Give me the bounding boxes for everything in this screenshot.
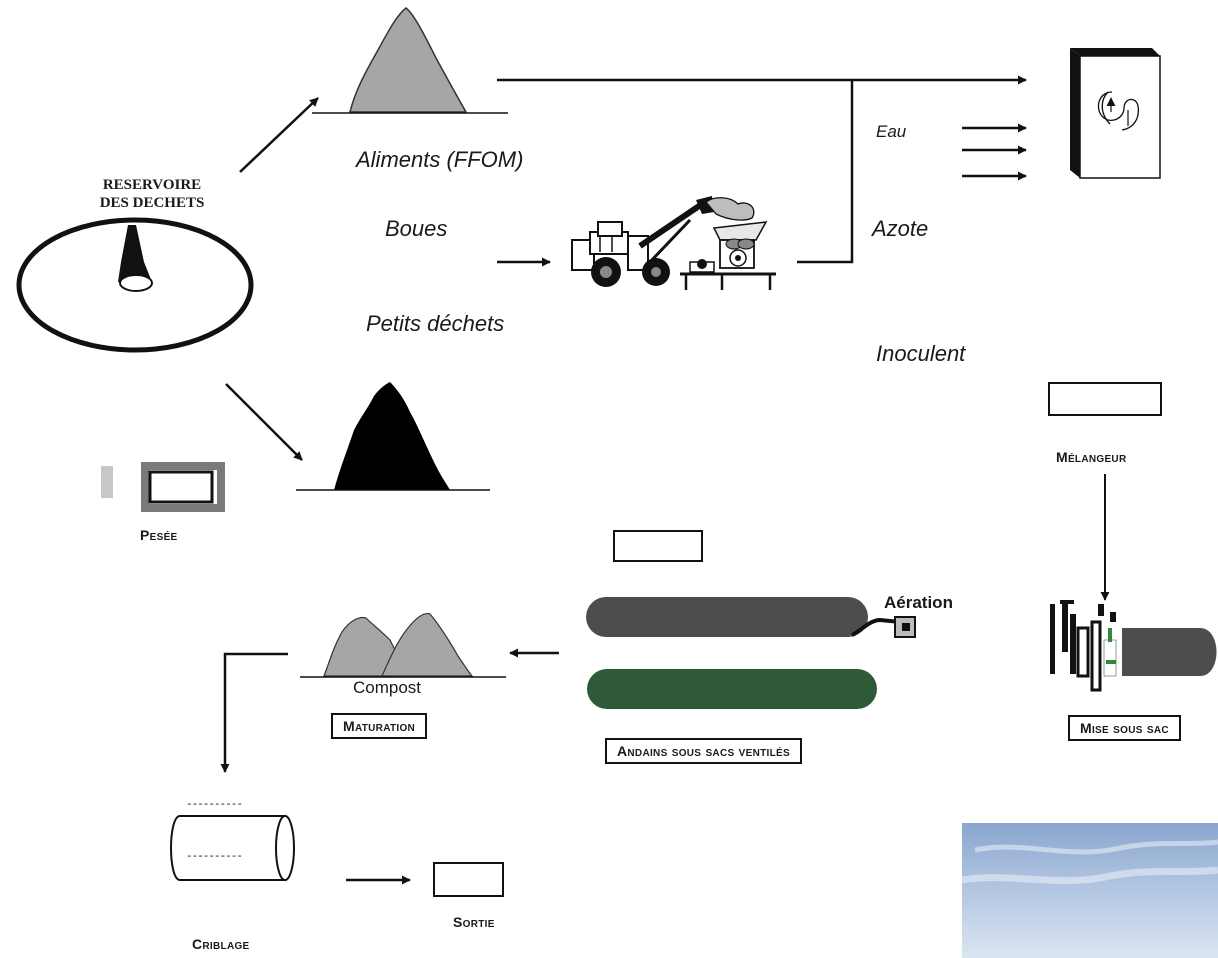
aliments-label: Aliments (FFOM) — [356, 147, 524, 172]
windrows-icon — [586, 597, 916, 709]
drum-dashes-mid: ---------- — [186, 851, 243, 863]
sortie-box — [433, 862, 504, 897]
criblage-label: Criblage — [192, 936, 250, 952]
eau-label: Eau — [876, 122, 907, 141]
arrow-to-black-pile — [225, 383, 303, 461]
screen-drum-icon — [170, 815, 295, 881]
compost-piles-icon — [300, 613, 506, 678]
azote-label: Azote — [872, 216, 929, 241]
reservoir-label: RESERVOIRE DES DECHETS — [92, 176, 212, 212]
boues-label: Boues — [385, 216, 448, 241]
windrow-label-box — [613, 530, 703, 562]
scale-icon — [101, 462, 225, 512]
andains-label: Andains sous sacs ventilés — [605, 738, 802, 764]
reservoir-icon — [16, 217, 254, 353]
pesee-label: Pesée — [140, 527, 178, 543]
grey-pile-icon — [312, 7, 508, 114]
compost-label: Compost — [353, 678, 422, 697]
drum-dashes-top: ---------- — [186, 799, 243, 811]
connector-machine-to-mixer — [797, 80, 854, 264]
arrow-to-aliments — [239, 97, 319, 173]
machine-icon — [571, 196, 776, 290]
black-pile-icon — [296, 382, 490, 491]
bagging-machine-icon — [1050, 600, 1217, 692]
inoculent-box — [1048, 382, 1162, 416]
maturation-label: Maturation — [331, 713, 428, 739]
petits-dechets-label: Petits déchets — [366, 311, 505, 336]
mixer-icon — [1070, 48, 1161, 179]
arrow-compost-to-criblage — [220, 652, 288, 773]
reservoir-label-line1: RESERVOIRE — [102, 177, 202, 193]
mise-sous-sac-label: Mise sous sac — [1068, 715, 1181, 741]
aeration-label: Aération — [884, 593, 953, 612]
sortie-label: Sortie — [453, 914, 495, 930]
inoculent-label: Inoculent — [876, 341, 966, 366]
reservoir-label-line2: DES DECHETS — [99, 195, 205, 211]
melangeur-label: Mélangeur — [1056, 449, 1127, 465]
sky-photo — [961, 823, 1218, 958]
